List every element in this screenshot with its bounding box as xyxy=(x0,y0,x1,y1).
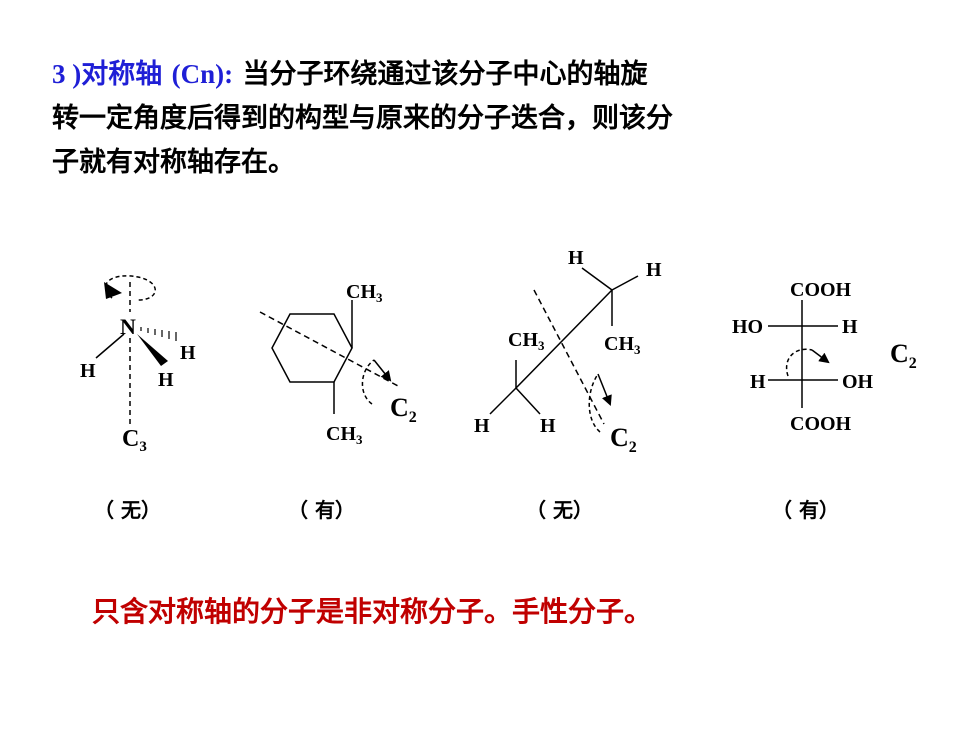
group-cooh-top: COOH xyxy=(790,279,852,301)
term-symmetry-axis: 对称轴 xyxy=(81,59,163,90)
definition-text-2: 转一定角度后得到的构型与原来的分子迭合，则该分 xyxy=(52,103,673,134)
atom-h-left: H xyxy=(750,371,766,393)
atom-h-bottom-2: H xyxy=(540,415,556,437)
axis-label-c3: C3 xyxy=(122,426,147,455)
atom-h-top-2: H xyxy=(646,259,662,281)
methyl-top: CH3 xyxy=(346,281,383,305)
definition-text-3: 子就有对称轴存在。 xyxy=(52,147,295,178)
verdict-butane: （ 无） xyxy=(526,498,593,522)
atom-h-front: H xyxy=(158,369,174,391)
group-ho: HO xyxy=(732,316,763,338)
verdict-dimethylcyclohexane: （ 有） xyxy=(288,498,355,522)
atom-h-left: H xyxy=(80,360,96,382)
definition-heading: 3 )对称轴 (Cn): 当分子环绕通过该分子中心的轴旋 转一定角度后得到的构型… xyxy=(52,52,852,185)
axis-label-c2: C2 xyxy=(890,339,917,372)
methyl-left: CH3 xyxy=(508,329,545,353)
rotation-arrow-icon xyxy=(811,349,830,364)
methyl-bottom: CH3 xyxy=(326,423,363,447)
group-cooh-bottom: COOH xyxy=(790,413,852,435)
atom-h-top-1: H xyxy=(568,247,584,269)
atom-n: N xyxy=(120,314,136,339)
atom-h-bottom-1: H xyxy=(474,415,490,437)
item-number: 3 ) xyxy=(52,59,82,89)
verdict-ammonia: （ 无） xyxy=(94,498,161,522)
group-oh: OH xyxy=(842,371,874,393)
dimethylcyclohexane-structure: CH3 CH3 C2 xyxy=(259,281,417,447)
methyl-right: CH3 xyxy=(604,333,641,357)
axis-label-c2: C2 xyxy=(390,393,417,426)
heading-line-1: 3 )对称轴 (Cn): 当分子环绕通过该分子中心的轴旋 xyxy=(52,52,852,97)
butane-structure: H H CH3 CH3 H H C2 xyxy=(474,247,662,456)
term-symbol: (Cn): xyxy=(171,59,234,89)
definition-text-1: 当分子环绕通过该分子中心的轴旋 xyxy=(242,59,648,90)
conclusion-text: 只含对称轴的分子是非对称分子。手性分子。 xyxy=(92,595,653,628)
ammonia-structure: N H H H C3 xyxy=(80,275,196,455)
rotation-arrow-icon xyxy=(104,282,122,299)
rotation-arrow-icon xyxy=(373,359,392,382)
axis-label-c2: C2 xyxy=(610,423,637,456)
tartaric-acid-structure: COOH HO H H OH COOH C2 xyxy=(732,279,917,435)
rotation-arrow-icon xyxy=(597,373,612,406)
atom-h-right: H xyxy=(180,342,196,364)
verdict-tartaric-acid: （ 有） xyxy=(772,498,839,522)
atom-h-right: H xyxy=(842,316,858,338)
